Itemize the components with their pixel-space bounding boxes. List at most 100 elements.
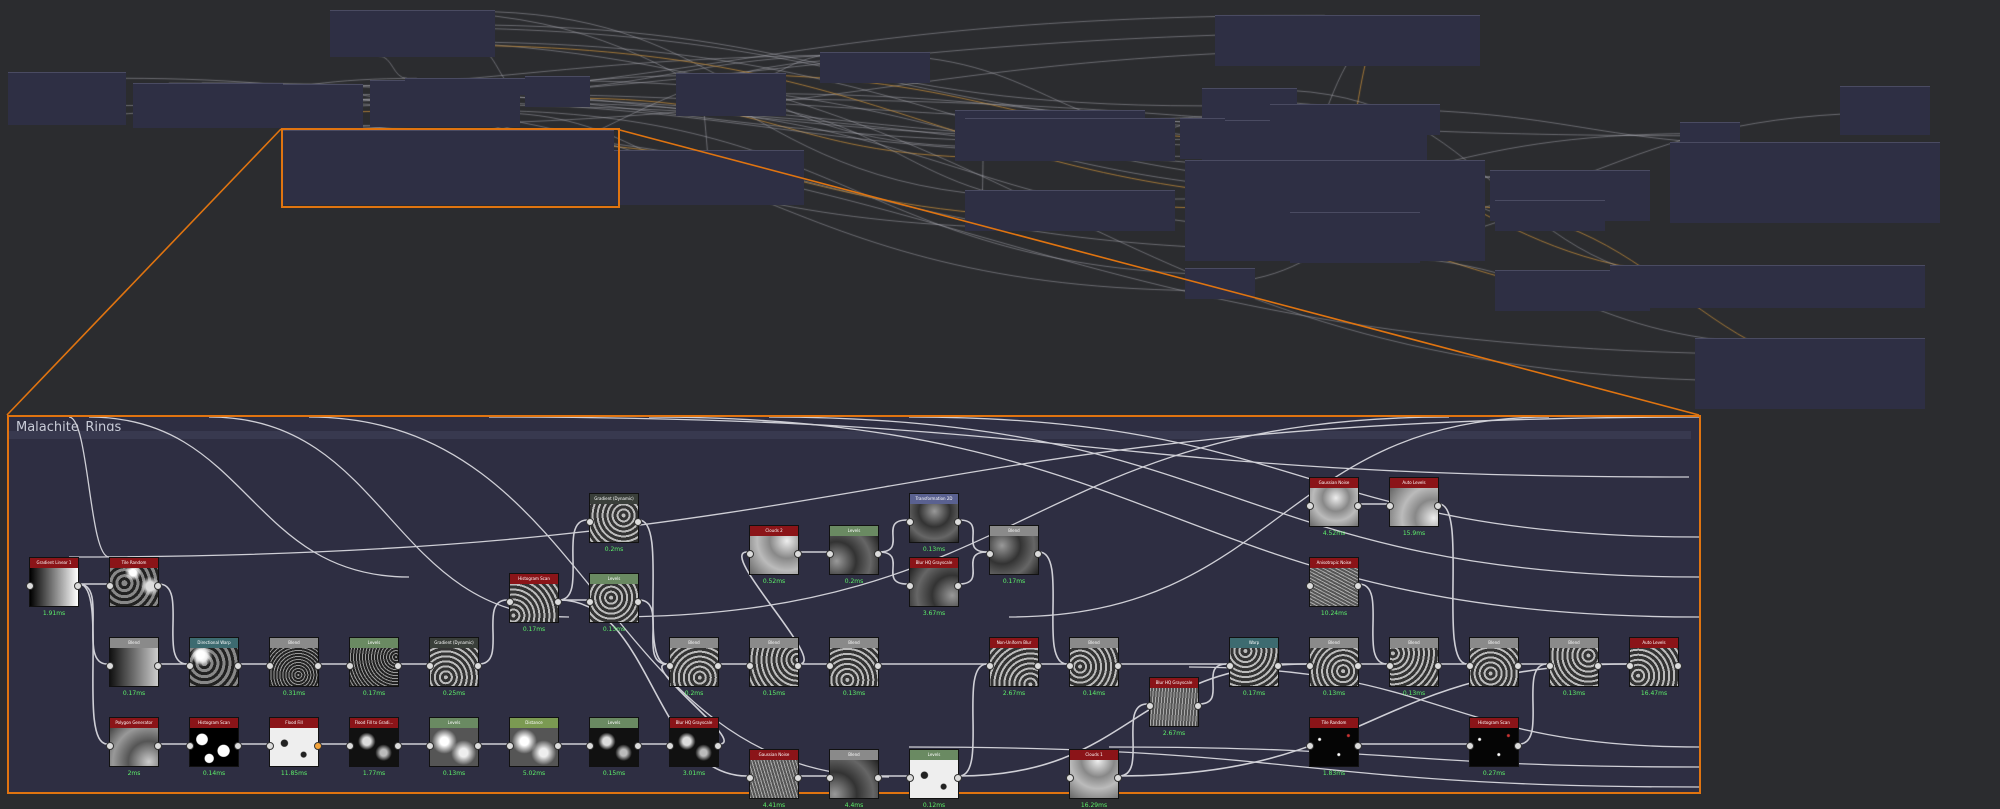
overview-frame[interactable] [1670,142,1940,223]
output-port[interactable] [1114,662,1122,670]
input-port[interactable] [1226,662,1234,670]
input-port[interactable] [906,518,914,526]
output-port[interactable] [1434,502,1442,510]
overview-frame[interactable] [820,52,930,83]
output-port[interactable] [634,598,642,606]
output-port[interactable] [74,582,82,590]
output-port[interactable] [314,742,322,750]
graph-node[interactable]: Flood Fill to Gradi…1.77ms [346,717,402,777]
output-port[interactable] [474,742,482,750]
overview-frame[interactable] [1270,104,1440,135]
output-port[interactable] [314,662,322,670]
output-port[interactable] [1114,774,1122,782]
input-port[interactable] [1626,662,1634,670]
output-port[interactable] [794,774,802,782]
input-port[interactable] [186,742,194,750]
overview-frame[interactable] [1290,212,1420,263]
output-port[interactable] [1354,582,1362,590]
output-port[interactable] [1434,662,1442,670]
overview-frame[interactable] [676,73,786,116]
output-port[interactable] [154,742,162,750]
input-port[interactable] [346,662,354,670]
input-port[interactable] [1546,662,1554,670]
input-port[interactable] [1466,742,1474,750]
output-port[interactable] [1354,502,1362,510]
input-port[interactable] [586,742,594,750]
output-port[interactable] [874,550,882,558]
input-port[interactable] [426,662,434,670]
graph-node[interactable]: Tile Random [106,557,162,607]
output-port[interactable] [634,742,642,750]
output-port[interactable] [634,518,642,526]
input-port[interactable] [1306,582,1314,590]
overview-frame[interactable] [1215,15,1480,66]
input-port[interactable] [826,774,834,782]
graph-node[interactable]: Gradient (Dynamic)0.25ms [426,637,482,697]
output-port[interactable] [794,662,802,670]
output-port[interactable] [1354,742,1362,750]
overview-frame[interactable] [283,84,363,131]
output-port[interactable] [154,582,162,590]
input-port[interactable] [1466,662,1474,670]
input-port[interactable] [826,550,834,558]
output-port[interactable] [1514,662,1522,670]
input-port[interactable] [506,598,514,606]
output-port[interactable] [154,662,162,670]
output-port[interactable] [1274,662,1282,670]
overview-frame[interactable] [965,118,1175,161]
graph-node[interactable]: Directional Warp [186,637,242,687]
input-port[interactable] [1306,742,1314,750]
input-port[interactable] [266,662,274,670]
overview-frame[interactable] [1185,268,1255,299]
output-port[interactable] [234,742,242,750]
overview-frame[interactable] [965,190,1175,231]
input-port[interactable] [506,742,514,750]
overview-frame[interactable] [1180,118,1225,159]
input-port[interactable] [906,774,914,782]
output-port[interactable] [954,518,962,526]
input-port[interactable] [1386,502,1394,510]
overview-frame[interactable] [330,10,495,57]
input-port[interactable] [586,598,594,606]
input-port[interactable] [106,582,114,590]
output-port[interactable] [1034,550,1042,558]
input-port[interactable] [266,742,274,750]
input-port[interactable] [746,662,754,670]
output-port[interactable] [1034,662,1042,670]
input-port[interactable] [106,662,114,670]
input-port[interactable] [26,582,34,590]
output-port[interactable] [234,662,242,670]
overview-frame[interactable] [133,83,283,128]
input-port[interactable] [346,742,354,750]
input-port[interactable] [1306,502,1314,510]
output-port[interactable] [954,582,962,590]
output-port[interactable] [394,742,402,750]
output-port[interactable] [954,774,962,782]
overview-frame[interactable] [282,130,614,205]
